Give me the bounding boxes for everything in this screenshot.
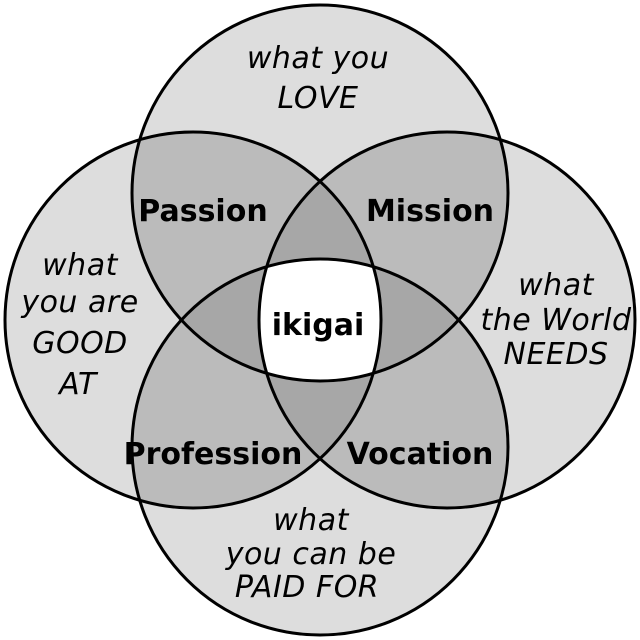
mission-label: Mission — [366, 194, 494, 229]
left-label-line3: GOOD — [32, 326, 128, 361]
vocation-label: Vocation — [347, 437, 494, 472]
left-label-line2: you are — [20, 285, 138, 320]
circle-outlines — [3, 3, 637, 637]
overlap-labels: Passion Mission Profession Vocation — [124, 194, 494, 472]
bottom-label-line2: you can be — [225, 537, 397, 572]
outline-left — [3, 130, 383, 510]
right-label-line3: NEEDS — [504, 337, 609, 372]
top-circle-label: what you LOVE — [247, 41, 389, 116]
profession-label: Profession — [124, 437, 303, 472]
outline-top — [130, 3, 510, 383]
right-label-line1: what — [518, 268, 594, 303]
outline-bottom — [130, 257, 510, 637]
left-label-line1: what — [42, 248, 118, 283]
triple-overlaps — [132, 132, 508, 508]
triple-overlap-bottom-left-right — [259, 259, 381, 508]
triple-overlap-top-bottom-left — [132, 259, 381, 381]
bottom-circle-label: what you can be PAID FOR — [225, 503, 397, 605]
passion-label: Passion — [138, 194, 267, 229]
left-circle-label: what you are GOOD AT — [20, 248, 138, 402]
top-label-line2: LOVE — [278, 81, 359, 116]
center-ikigai-label: ikigai — [272, 308, 365, 343]
right-label-line2: the World — [481, 303, 632, 338]
bottom-label-line3: PAID FOR — [235, 570, 379, 605]
right-circle-label: what the World NEEDS — [481, 268, 632, 372]
top-label-line1: what you — [247, 41, 389, 76]
triple-overlap-top-bottom-right — [259, 259, 508, 381]
triple-overlap-top-left-right — [259, 132, 381, 381]
bottom-label-line1: what — [273, 503, 349, 538]
outline-right — [257, 130, 637, 510]
left-label-line4: AT — [57, 367, 99, 402]
